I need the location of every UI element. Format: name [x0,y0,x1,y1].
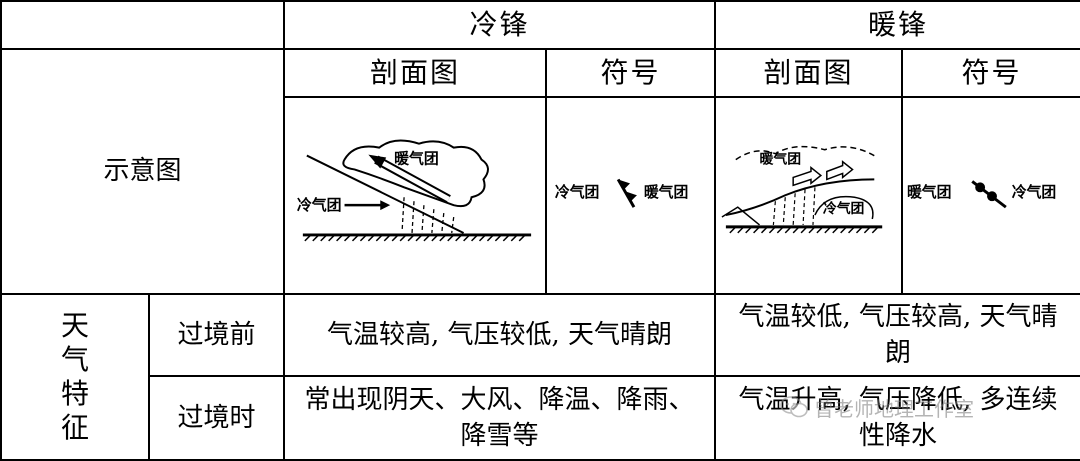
cold-diagram-warm-mass-label: 暖气团 [394,149,439,167]
cold-front-header: 冷锋 [282,0,717,50]
cold-front-symbol-cell: 冷气团 暖气团 [544,96,717,295]
cold-diagram-cold-mass-label: 冷气团 [297,196,342,214]
cold-symbol-header: 符号 [544,48,717,98]
watermark-text: 曾老师地理工作室 [814,396,974,421]
triangle-front-icon [616,178,637,208]
weather-label-char: 气 [60,342,89,376]
weather-label-char: 征 [60,410,89,444]
cold-front-diagram: 暖气团 冷气团 [297,139,532,242]
warm-during-text: 气温升高, 气压降低, 多连续性降水 [714,374,1080,461]
before-passage-label: 过境前 [148,292,285,377]
weather-label-char: 天 [60,308,89,342]
warm-before-text: 气温较低, 气压较高, 天气晴朗 [714,292,1080,377]
corner-cell [0,0,285,50]
cold-symbol-right-label: 暖气团 [644,183,688,201]
warm-front-symbol-cell: 暖气团 冷气团 [901,96,1080,295]
cold-during-text: 常出现阴天、大风、降温、降雨、降雪等 [282,374,717,461]
cold-front-symbol: 冷气团 暖气团 [555,178,688,208]
cold-before-text: 气温较高, 气压较低, 天气晴朗 [282,292,717,377]
warm-cross-section-header: 剖面图 [714,48,904,98]
warm-front-cross-section: 暖气团 冷气团 [714,96,904,295]
diagram-row-label: 示意图 [0,48,285,295]
weather-label-char: 特 [60,376,89,410]
cold-cross-section-header: 剖面图 [283,48,547,98]
warm-diagram-warm-mass-label: 暖气团 [760,151,802,168]
weather-features-label: 天 气 特 征 [0,292,150,461]
warm-front-symbol: 暖气团 冷气团 [907,180,1057,209]
cold-symbol-left-label: 冷气团 [555,183,599,201]
semicircle-front-icon [971,180,1007,209]
watermark: 曾老师地理工作室 [780,390,1060,424]
wechat-icon [780,396,808,418]
cold-front-cross-section: 暖气团 冷气团 [283,96,547,295]
during-passage-label: 过境时 [148,374,285,461]
warm-symbol-right-label: 冷气团 [1012,183,1057,201]
warm-symbol-left-label: 暖气团 [907,183,952,201]
warm-symbol-header: 符号 [901,48,1080,98]
warm-front-diagram: 暖气团 冷气团 [721,145,883,234]
warm-front-header: 暖锋 [714,0,1080,50]
warm-diagram-cold-mass-label: 冷气团 [823,200,865,217]
